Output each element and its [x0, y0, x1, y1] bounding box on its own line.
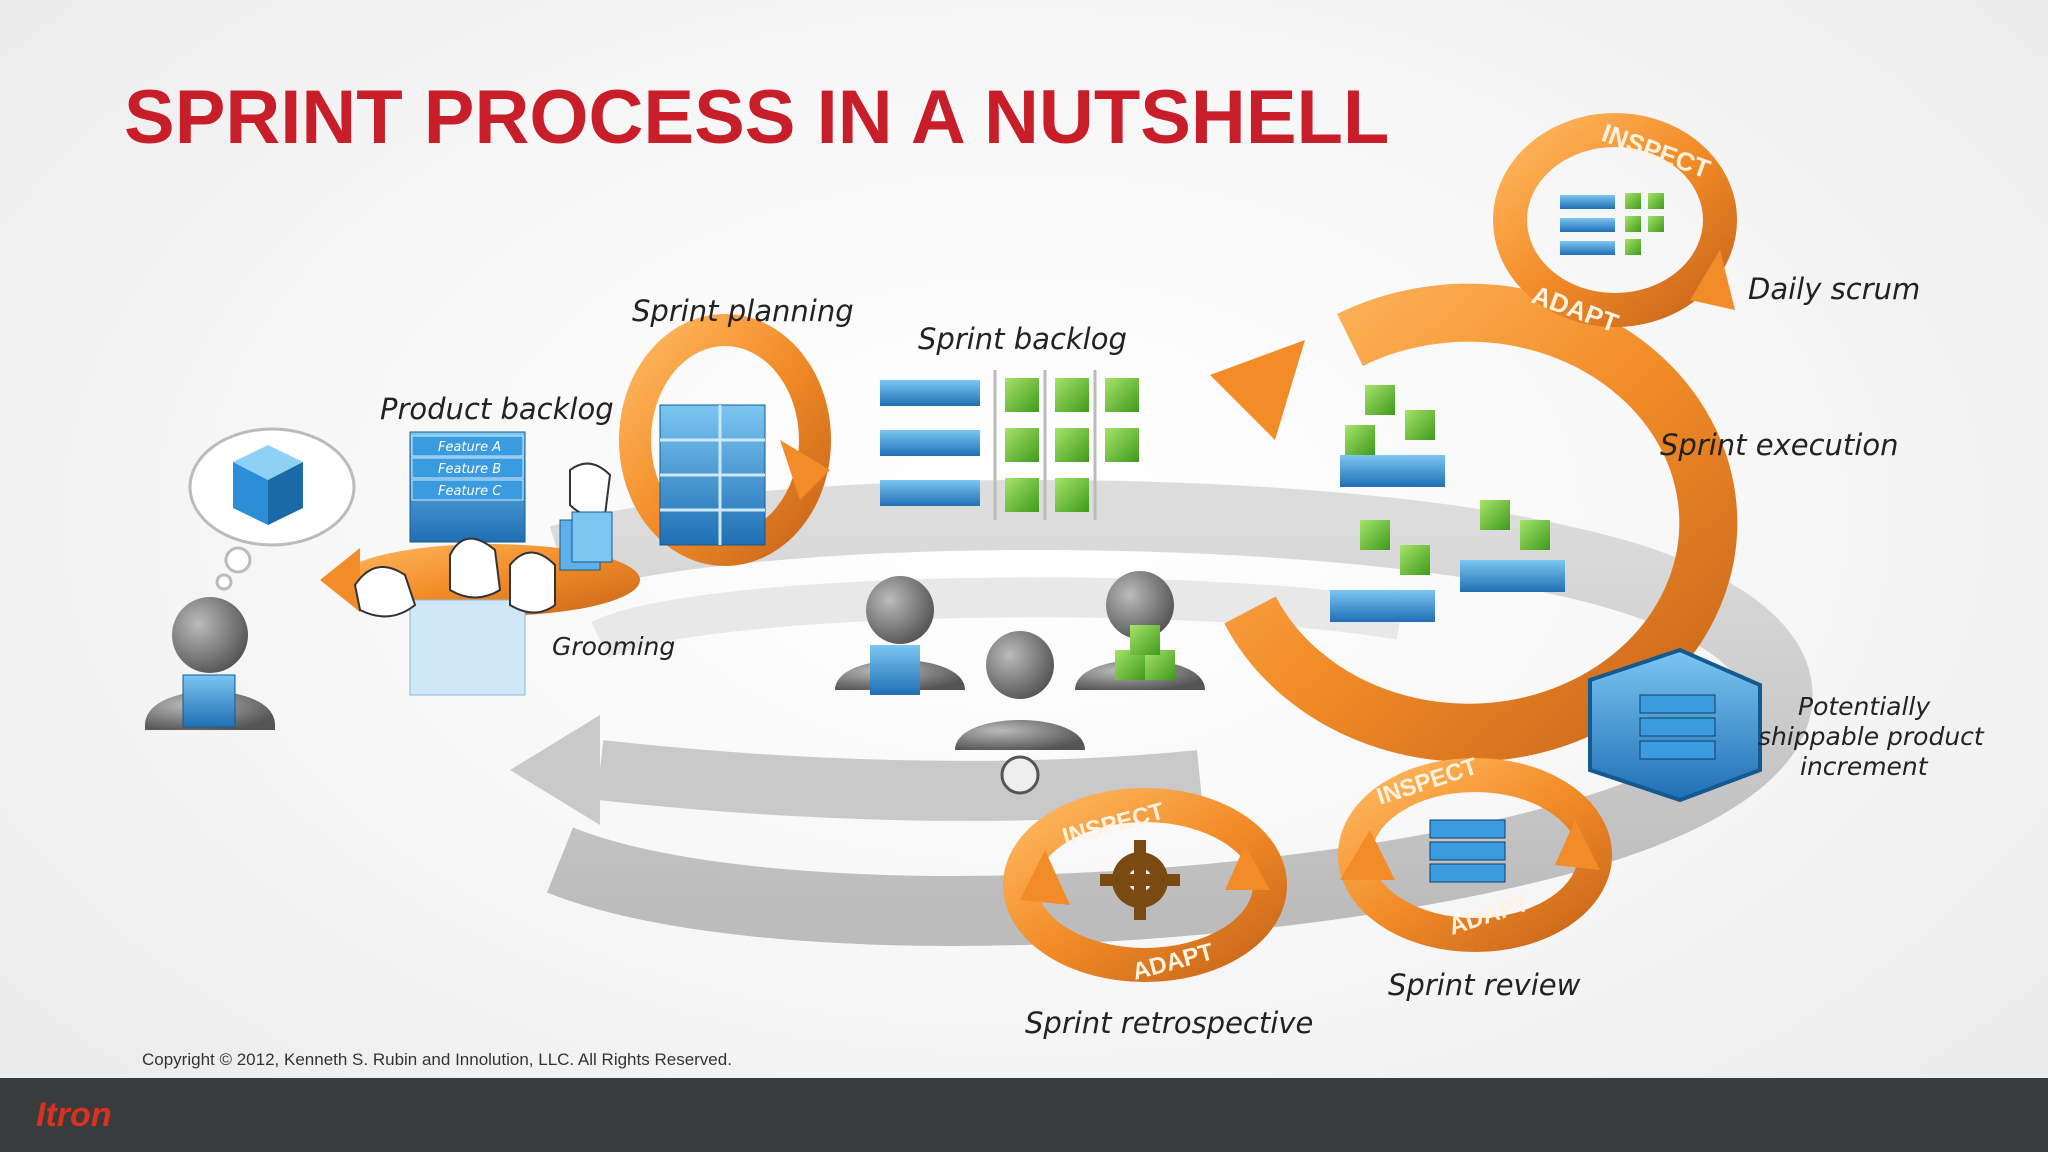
- cube-icon: [233, 445, 303, 525]
- footer-bar: [0, 1078, 2048, 1152]
- feature-c: Feature C: [438, 484, 502, 499]
- product-owner-person-icon: [145, 597, 275, 730]
- sprint-planning-cycle-icon: [619, 314, 831, 566]
- label-increment: increment: [1800, 752, 1928, 781]
- feature-list: Feature A Feature B Feature C: [411, 435, 524, 501]
- label-daily-scrum: Daily scrum: [1748, 272, 1921, 306]
- hand-icon: [353, 462, 612, 618]
- label-sprint-backlog: Sprint backlog: [918, 322, 1127, 356]
- sprint-track: [510, 480, 1813, 946]
- label-sprint-execution: Sprint execution: [1660, 428, 1899, 462]
- label-potentially: Potentially: [1798, 692, 1931, 721]
- sprint-backlog-grid: [880, 370, 1139, 520]
- review-inspect-text: INSPECT: [1374, 753, 1482, 811]
- label-sprint-retrospective: Sprint retrospective: [1025, 1006, 1314, 1040]
- task-cube-icon: [1005, 378, 1139, 512]
- label-grooming: Grooming: [552, 632, 676, 661]
- thought-bubble: [188, 427, 356, 591]
- slide-title: SPRINT PROCESS IN A NUTSHELL: [124, 75, 1390, 160]
- label-sprint-planning: Sprint planning: [632, 294, 854, 328]
- sprint-execution-cycle-icon: [1210, 283, 1738, 762]
- task-cluster-icon: [1330, 385, 1565, 622]
- label-product-backlog: Product backlog: [380, 392, 614, 426]
- daily-scrum-cycle-icon: INSPECT ADAPT: [1493, 113, 1737, 338]
- copyright-text: Copyright © 2012, Kenneth S. Rubin and I…: [142, 1050, 732, 1069]
- sprint-retrospective-cycle-icon: INSPECT ADAPT: [1003, 788, 1287, 986]
- product-increment-cube-icon: [1588, 647, 1762, 803]
- itron-logo: Itron: [36, 1096, 112, 1134]
- label-shippable-product: shippable product: [1758, 722, 1984, 751]
- feature-b: Feature B: [438, 462, 501, 477]
- gear-icon: [1100, 840, 1180, 920]
- track-arrowhead: [510, 715, 600, 825]
- label-sprint-review: Sprint review: [1388, 968, 1581, 1002]
- feature-a: Feature A: [438, 440, 501, 455]
- cards-icon: [559, 511, 613, 571]
- team-person-icon: [835, 571, 1205, 795]
